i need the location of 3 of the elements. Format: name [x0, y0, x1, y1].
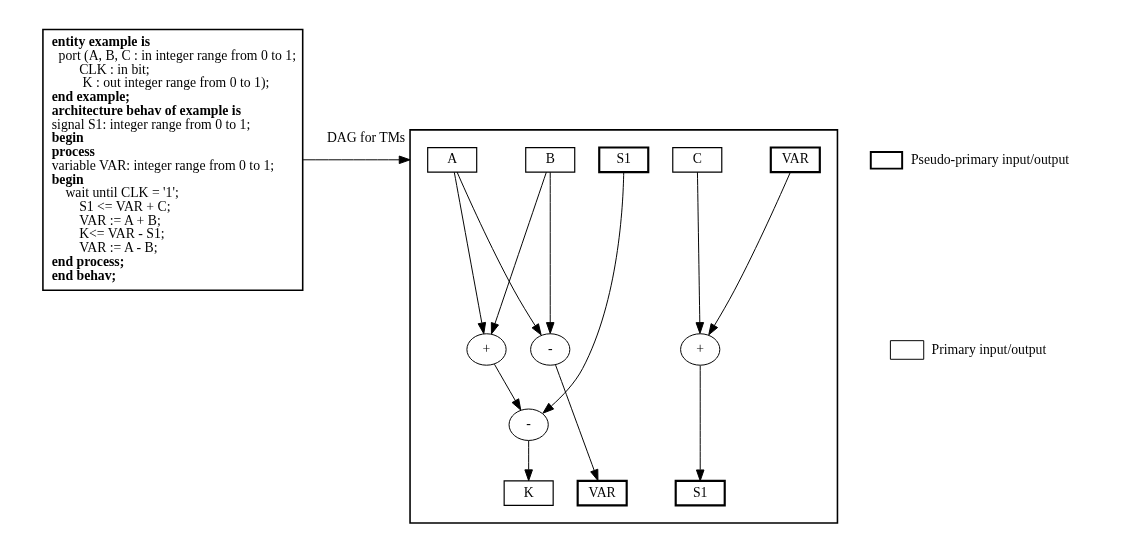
edge-label: DAG for TMs — [326, 129, 406, 145]
legend-label: Primary input/output — [931, 341, 1047, 357]
legend-label: Pseudo-primary input/output — [910, 151, 1070, 167]
